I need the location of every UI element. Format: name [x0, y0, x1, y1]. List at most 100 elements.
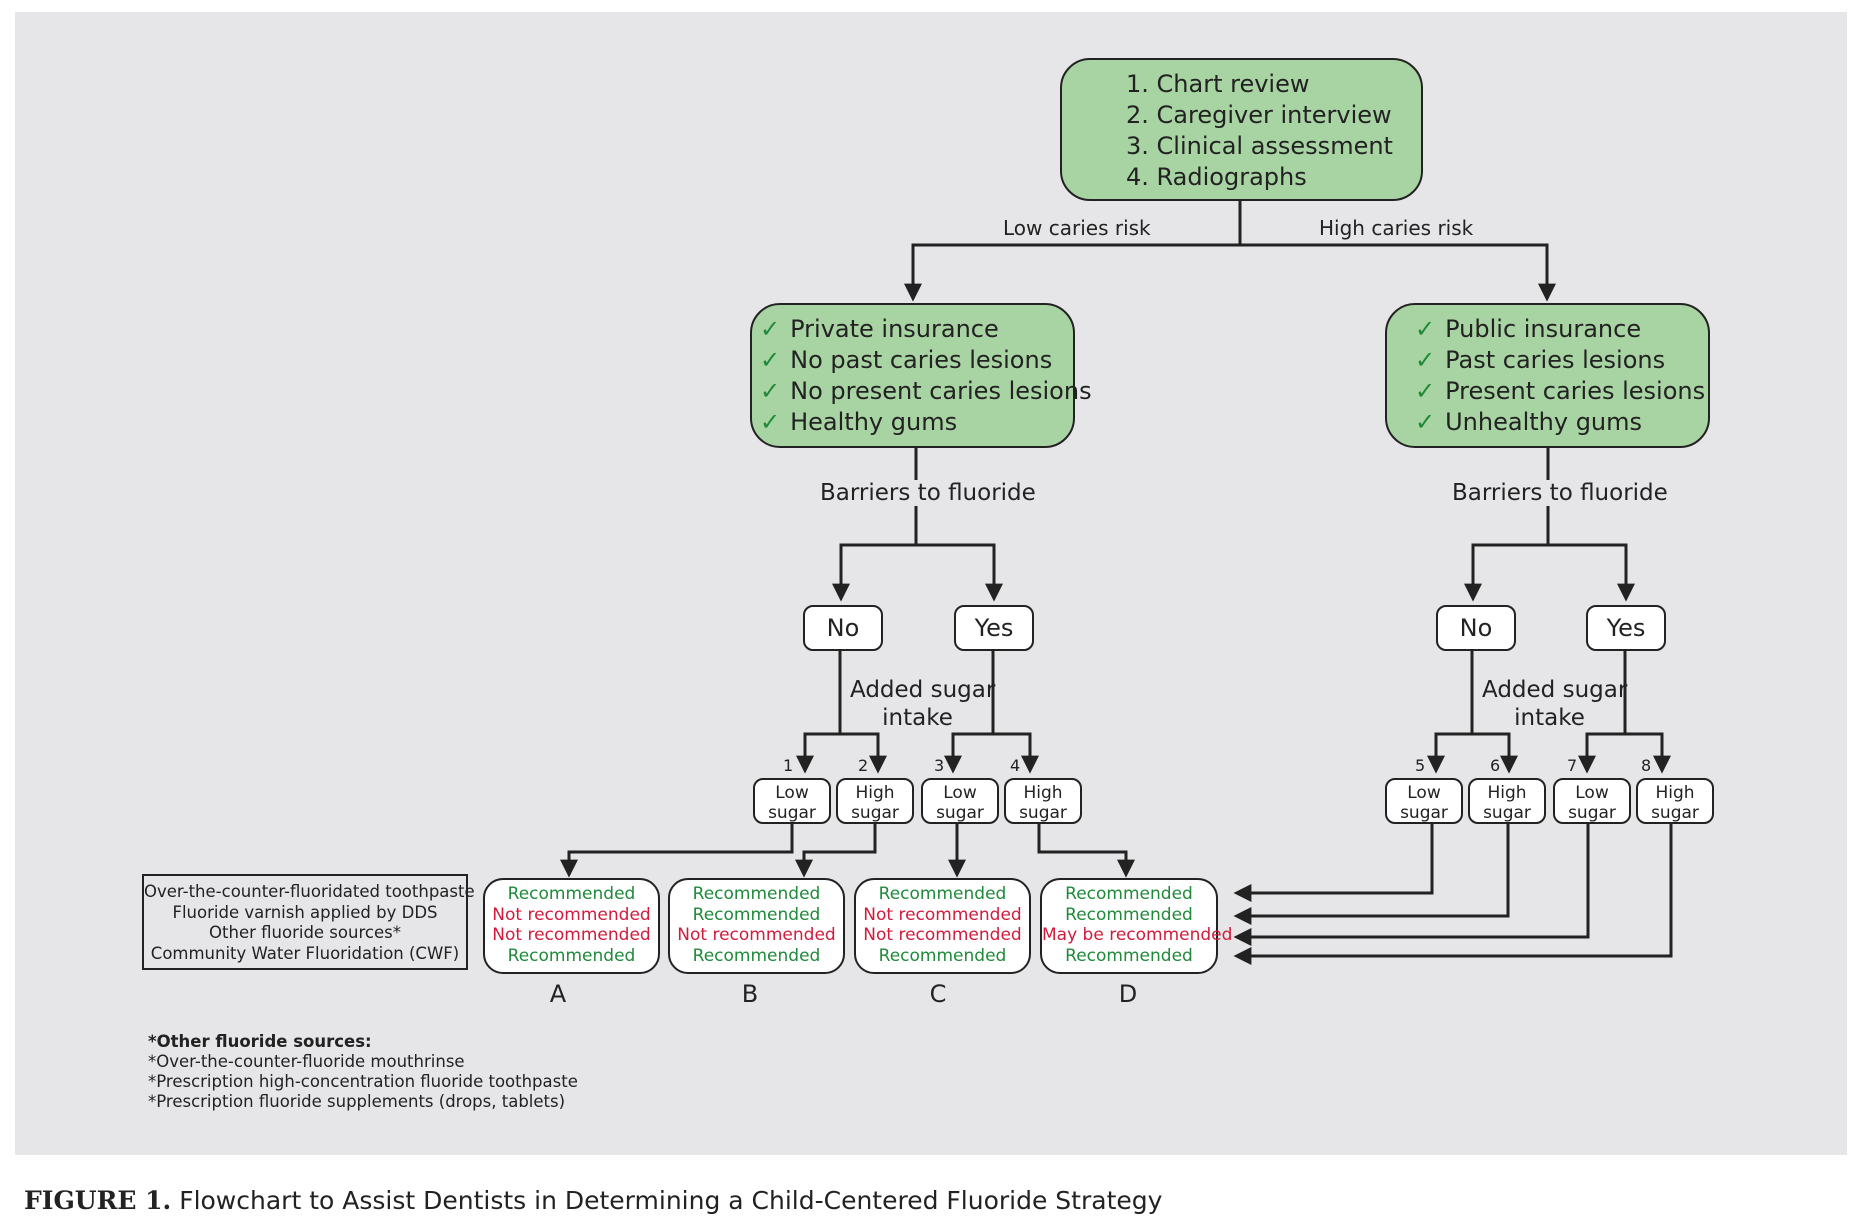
start-box: 1. Chart review 2. Caregiver interview 3… — [1060, 58, 1423, 201]
legend-item-other-sources: Other fluoride sources* — [209, 923, 401, 942]
added-sugar-line1: Added sugar — [1482, 677, 1628, 703]
sugar-box-line2: sugar — [936, 803, 984, 823]
outcome-d-row-2: Recommended — [1065, 904, 1193, 925]
sugar-number-1: 1 — [783, 756, 794, 775]
outcome-c-row-2: Not recommended — [863, 904, 1022, 925]
sugar-number-7: 7 — [1567, 756, 1578, 775]
start-item-1: 1. Chart review — [1126, 70, 1310, 98]
sugar-box-1: Low sugar — [753, 778, 831, 824]
outcome-letter-d: D — [1118, 980, 1138, 1008]
outcome-a-row-3: Not recommended — [492, 925, 651, 945]
connector-2-to-b — [795, 823, 877, 878]
high-risk-item-3: Present caries lesions — [1445, 377, 1706, 405]
sugar-box-6: High sugar — [1468, 778, 1546, 824]
outcome-b-row-3: Not recommended — [677, 925, 836, 945]
high-risk-item-4: Unhealthy gums — [1445, 408, 1643, 436]
low-risk-item-2: No past caries lesions — [790, 346, 1053, 374]
sugar-box-line2: sugar — [851, 803, 899, 823]
outcome-b-row-1: Recommended — [692, 884, 821, 904]
connector-7-to-c-side — [1233, 823, 1590, 946]
check-icon: ✓ — [760, 315, 781, 343]
sugar-box-line1: Low — [943, 783, 977, 803]
connector-left-no — [832, 543, 916, 602]
sugar-number-6: 6 — [1490, 756, 1501, 775]
sugar-box-2: High sugar — [836, 778, 914, 824]
legend-item-toothpaste: Over-the-counter-fluoridated toothpaste — [144, 882, 475, 901]
sugar-box-line2: sugar — [768, 803, 816, 823]
barriers-label-left: Barriers to fluoride — [820, 480, 1036, 506]
check-icon: ✓ — [1415, 315, 1436, 343]
connector-5-to-a-side — [1233, 823, 1434, 902]
connector-sugar-1 — [796, 732, 840, 774]
check-icon: ✓ — [1415, 346, 1436, 374]
outcome-a-row-1: Recommended — [507, 884, 636, 904]
left-no-box: No — [803, 605, 883, 651]
outcome-c-row-4: Recommended — [878, 945, 1007, 966]
connector-sugar-7 — [1578, 732, 1625, 774]
low-risk-box: ✓ Private insurance ✓ No past caries lesio… — [750, 303, 1092, 448]
connector-high-risk — [1240, 243, 1556, 302]
outcome-a-row-4: Recommended — [507, 945, 636, 966]
connector-sugar-5 — [1427, 732, 1472, 774]
sugar-box-4: High sugar — [1004, 778, 1082, 824]
sugar-box-3: Low sugar — [921, 778, 999, 824]
start-item-4: 4. Radiographs — [1126, 163, 1307, 191]
right-no-box: No — [1436, 605, 1516, 651]
outcome-letter-c: C — [929, 980, 947, 1008]
footnote-title: *Other fluoride sources: — [148, 1032, 372, 1051]
connector-6-to-b-side — [1233, 823, 1510, 925]
outcome-b-row-2: Recommended — [692, 904, 821, 925]
low-caries-risk-label: Low caries risk — [1003, 216, 1151, 240]
sugar-box-7: Low sugar — [1553, 778, 1631, 824]
connector-left-yes — [916, 543, 1003, 602]
connector-right-yes — [1548, 543, 1635, 602]
outcome-box-c: Recommended Not recommended Not recommen… — [854, 878, 1031, 974]
connector-sugar-3 — [944, 732, 993, 774]
sugar-number-2: 2 — [858, 756, 869, 775]
sugar-box-line1: Low — [775, 783, 809, 803]
low-risk-item-3: No present caries lesions — [790, 377, 1092, 405]
start-item-2: 2. Caregiver interview — [1126, 101, 1392, 129]
connector-sugar-6 — [1472, 732, 1518, 774]
added-sugar-label-left: Added sugar intake — [850, 676, 996, 732]
sugar-box-line1: High — [1487, 783, 1527, 803]
high-risk-item-1: Public insurance — [1445, 315, 1642, 343]
low-risk-item-1: Private insurance — [790, 315, 999, 343]
check-icon: ✓ — [760, 377, 781, 405]
outcome-box-d: Recommended Recommended May be recommend… — [1040, 878, 1233, 974]
check-icon: ✓ — [1415, 408, 1436, 436]
check-icon: ✓ — [760, 408, 781, 436]
outcome-box-b: Recommended Recommended Not recommended … — [668, 878, 845, 974]
sugar-number-5: 5 — [1415, 756, 1426, 775]
footnote-item-1: *Over-the-counter-fluoride mouthrinse — [148, 1052, 465, 1071]
connector-low-risk — [904, 243, 1240, 302]
footnote-item-2: *Prescription high-concentration fluorid… — [148, 1072, 578, 1091]
legend-item-cwf: Community Water Fluoridation (CWF) — [150, 943, 460, 963]
check-icon: ✓ — [1415, 377, 1436, 405]
sugar-box-line1: High — [855, 783, 895, 803]
sugar-box-line2: sugar — [1651, 803, 1699, 823]
added-sugar-label-right: Added sugar intake — [1482, 676, 1628, 732]
outcome-d-row-4: Recommended — [1065, 945, 1193, 966]
outcome-c-row-3: Not recommended — [863, 925, 1022, 945]
added-sugar-line2: intake — [1514, 705, 1585, 731]
high-risk-item-2: Past caries lesions — [1445, 346, 1666, 374]
outcome-d-row-3: May be recommended — [1042, 925, 1233, 945]
outcome-d-row-1: Recommended — [1065, 884, 1193, 904]
sugar-box-line1: Low — [1575, 783, 1609, 803]
added-sugar-line1: Added sugar — [850, 677, 996, 703]
sugar-number-8: 8 — [1641, 756, 1652, 775]
high-risk-box: ✓ Public insurance ✓ Past caries lesions ✓… — [1385, 303, 1710, 448]
connector-1-to-a — [560, 823, 794, 878]
outcome-b-row-4: Recommended — [692, 945, 821, 966]
legend-box: Over-the-counter-fluoridated toothpaste … — [142, 874, 475, 970]
sugar-box-line2: sugar — [1568, 803, 1616, 823]
footnote: *Other fluoride sources: *Over-the-count… — [148, 1032, 578, 1112]
connector-sugar-4 — [993, 732, 1039, 774]
right-yes-box: Yes — [1586, 605, 1666, 651]
legend-item-varnish: Fluoride varnish applied by DDS — [172, 902, 438, 922]
sugar-box-5: Low sugar — [1385, 778, 1463, 824]
barriers-label-right: Barriers to fluoride — [1452, 480, 1668, 506]
high-caries-risk-label: High caries risk — [1319, 216, 1474, 240]
